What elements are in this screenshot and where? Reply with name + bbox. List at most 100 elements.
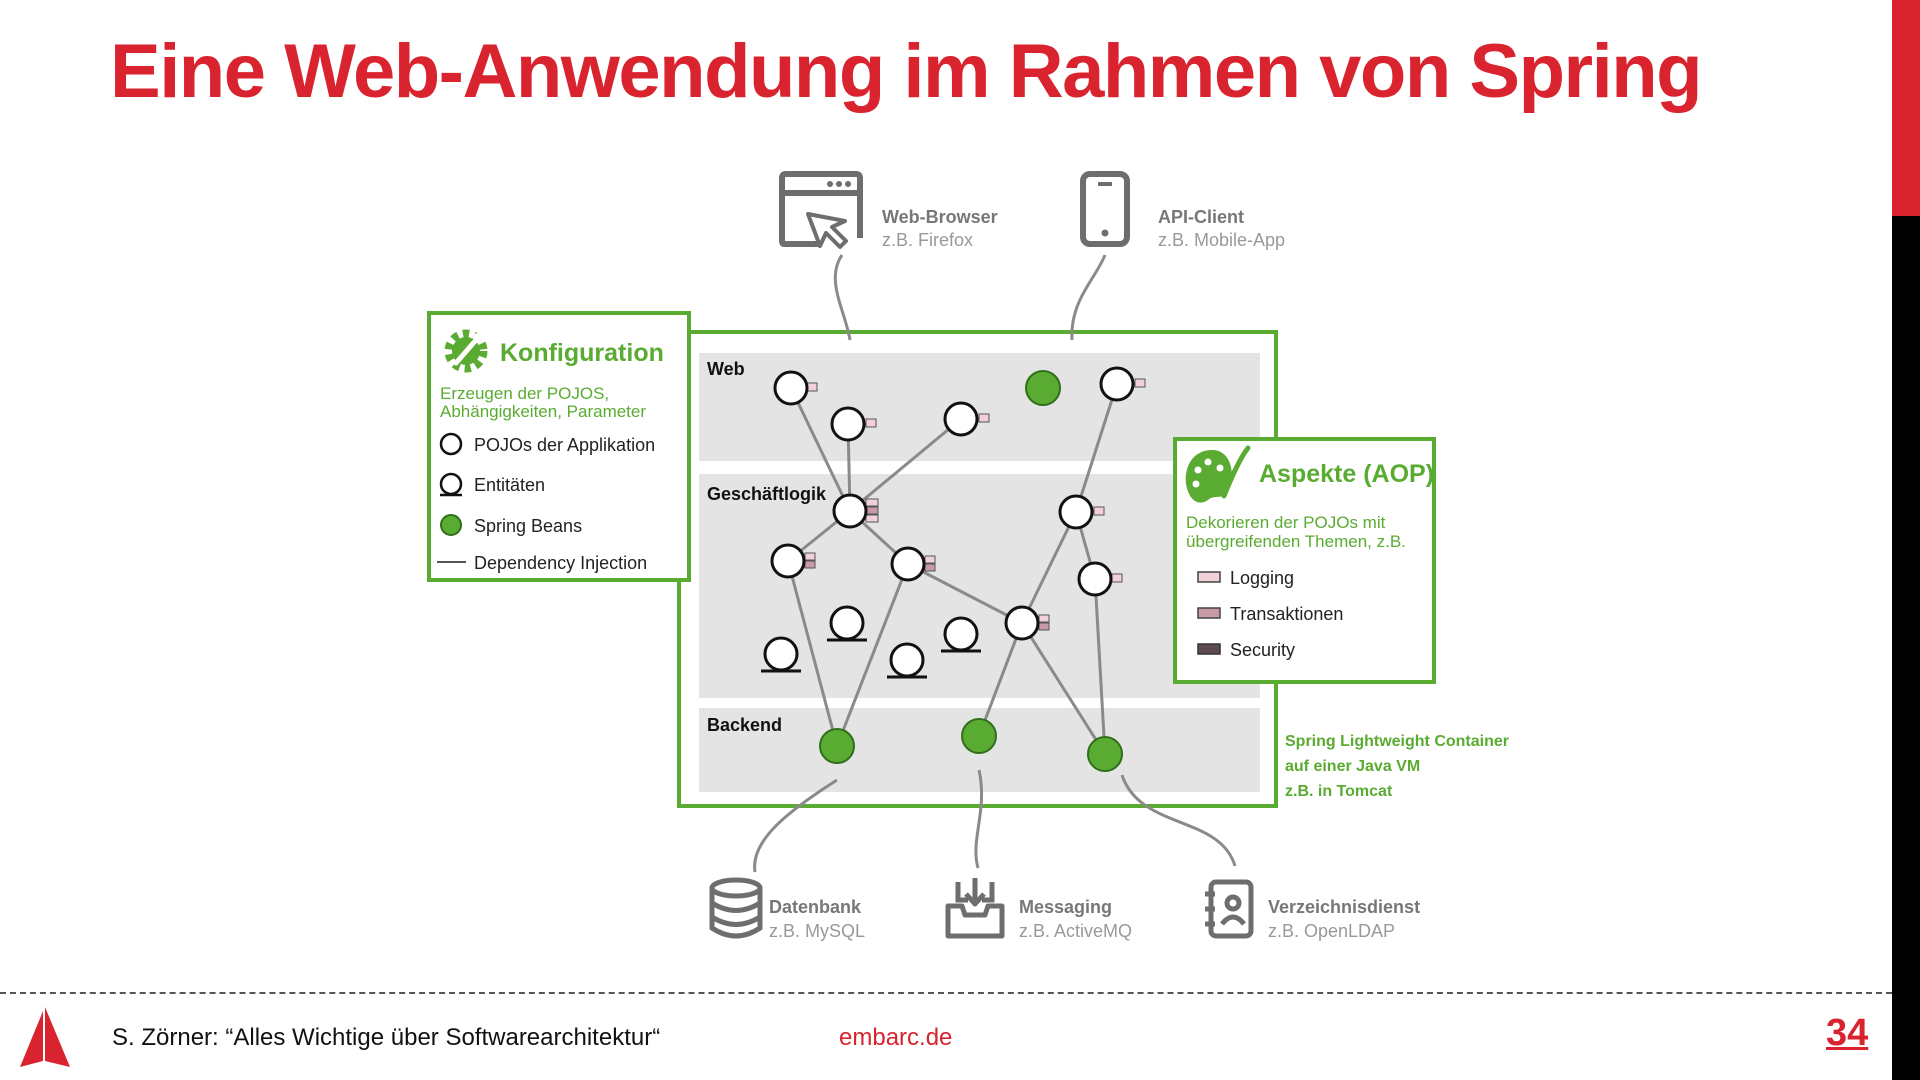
legend-entity-label: Entitäten [474, 475, 545, 495]
di-line [786, 560, 839, 747]
di-line [1074, 383, 1119, 513]
aspect-markers [804, 378, 1146, 631]
pojo-nodes [770, 366, 1135, 641]
entity-node [763, 636, 799, 672]
aop-description-line1: Dekorieren der POJOs mit [1186, 513, 1386, 532]
browser-subtitle: z.B. Firefox [882, 230, 973, 250]
pojo-node [1077, 561, 1113, 597]
legend-bean-label: Spring Beans [474, 516, 582, 536]
spring-architecture-diagram: Web Geschäftlogik Backend [427, 171, 1509, 941]
aop-title: Aspekte (AOP) [1259, 460, 1434, 488]
pojo-node [943, 401, 979, 437]
pojo-node [1099, 366, 1135, 402]
directory-connector [1120, 774, 1237, 867]
database-icon [709, 877, 763, 939]
aop-description-line2: übergreifenden Themen, z.B. [1186, 532, 1406, 551]
legend-transactions-label: Transaktionen [1230, 604, 1343, 624]
entity-nodes [761, 605, 981, 679]
container-label-line2: auf einer Java VM [1285, 758, 1420, 775]
aspect-logging-marker [804, 552, 816, 561]
browser-window-cursor-icon [779, 171, 863, 249]
legend-security-symbol [1197, 643, 1221, 655]
accent-bar-black [1892, 216, 1920, 1080]
aspect-transactions-marker [1038, 622, 1050, 631]
pojo-node [830, 406, 866, 442]
spring-bean-node [1025, 370, 1061, 406]
legend-logging-symbol [1197, 571, 1221, 583]
accent-bar-red [1892, 0, 1920, 216]
db-title: Datenbank [769, 897, 862, 917]
embarc-logo-icon [20, 1007, 70, 1067]
di-line [1020, 511, 1078, 624]
spring-bean-nodes [819, 370, 1123, 772]
api-client-subtitle: z.B. Mobile-App [1158, 230, 1285, 250]
aspect-logging-marker [865, 418, 877, 428]
entity-node [943, 616, 979, 652]
aspect-logging-marker [806, 382, 818, 392]
di-line [789, 387, 852, 512]
di-line [907, 562, 1023, 625]
inbox-download-icon [945, 878, 1005, 939]
container-label-line1: Spring Lightweight Container [1285, 733, 1509, 750]
db-subtitle: z.B. MySQL [769, 921, 865, 941]
entity-node [829, 605, 865, 641]
palette-brush-icon [1185, 445, 1251, 503]
gear-wrench-icon [444, 329, 488, 373]
legend-logging-label: Logging [1230, 568, 1294, 588]
api-client-title: API-Client [1158, 207, 1244, 227]
pojo-node [1058, 494, 1094, 530]
layer-label-business: Geschäftlogik [707, 484, 827, 504]
aspect-transactions-marker [865, 506, 879, 515]
address-book-icon [1205, 879, 1254, 939]
footer-citation: S. Zörner: “Alles Wichtige über Software… [112, 1024, 661, 1051]
aspect-logging-marker [1038, 614, 1050, 623]
aspect-transactions-marker [804, 560, 816, 569]
entity-node [889, 642, 925, 678]
legend-entity-symbol [439, 472, 463, 496]
messaging-subtitle: z.B. ActiveMQ [1019, 921, 1132, 941]
aspect-logging-marker [1134, 378, 1146, 388]
di-line [849, 417, 962, 513]
page-number: 34 [1826, 1012, 1869, 1054]
di-line [977, 622, 1024, 737]
aspect-logging-marker [924, 555, 936, 564]
aspect-logging-marker [865, 498, 879, 507]
config-description-line1: Erzeugen der POJOS, [440, 384, 609, 403]
pojo-node [890, 546, 926, 582]
di-line [1093, 578, 1107, 755]
spring-bean-node [961, 718, 997, 754]
footer-website-link[interactable]: embarc.de [839, 1024, 953, 1051]
spring-bean-node [1087, 736, 1123, 772]
aspect-logging-marker [1111, 573, 1123, 583]
legend-pojo-label: POJOs der Applikation [474, 435, 655, 455]
api-connector [1070, 254, 1107, 341]
messaging-title: Messaging [1019, 897, 1112, 917]
aspect-logging-marker [978, 413, 990, 423]
pojo-node [832, 493, 868, 529]
aspect-transactions-marker [924, 563, 936, 572]
directory-title: Verzeichnisdienst [1268, 897, 1420, 917]
aspect-logging-marker [865, 514, 879, 523]
pojo-node [770, 543, 806, 579]
config-description-line2: Abhängigkeiten, Parameter [440, 402, 646, 421]
di-line [835, 563, 910, 747]
layer-label-backend: Backend [707, 715, 782, 735]
mobile-phone-icon [1080, 171, 1130, 247]
layer-label-web: Web [707, 359, 745, 379]
config-title: Konfiguration [500, 339, 664, 367]
directory-subtitle: z.B. OpenLDAP [1268, 921, 1395, 941]
legend-bean-symbol [440, 514, 462, 536]
footer-divider [0, 992, 1892, 994]
messaging-connector [974, 769, 984, 869]
browser-title: Web-Browser [882, 207, 998, 227]
legend-di-label: Dependency Injection [474, 553, 647, 573]
spring-bean-node [819, 728, 855, 764]
di-line [1020, 622, 1107, 755]
container-label-line3: z.B. in Tomcat [1285, 783, 1393, 800]
slide-title: Eine Web-Anwendung im Rahmen von Spring [110, 29, 1703, 114]
browser-connector [833, 254, 852, 341]
legend-security-label: Security [1230, 640, 1295, 660]
db-connector [753, 778, 838, 873]
pojo-node [1004, 605, 1040, 641]
aspect-logging-marker [1093, 506, 1105, 516]
